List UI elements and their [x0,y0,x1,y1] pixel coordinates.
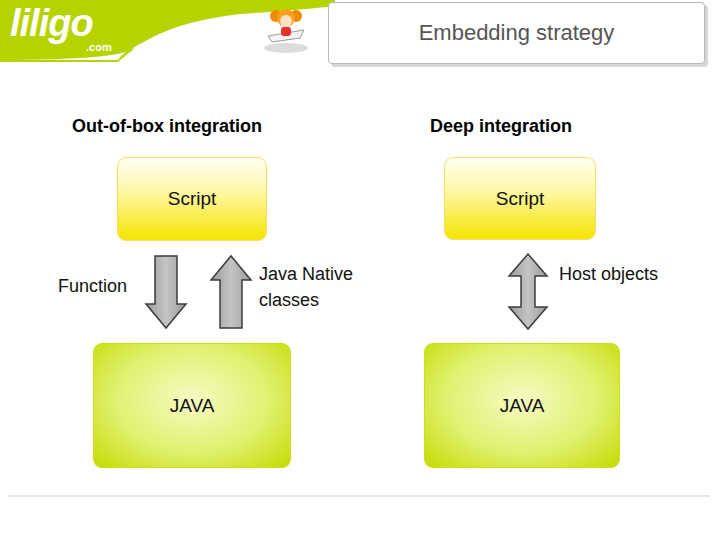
arrow-label: Function [58,273,148,299]
box-text: Script [496,188,545,210]
mascot-face [280,15,292,27]
box-text: JAVA [170,395,215,417]
column-heading: Deep integration [430,116,572,137]
java-box: JAVA [93,343,291,468]
title-box: Embedding strategy [328,2,705,64]
logo-text: liligo [10,2,93,45]
arrow-label: Java Native classes [259,261,377,313]
header-band-edge [0,48,135,62]
header-band [0,0,335,60]
mascot-shadow [264,43,308,53]
footer-rule [8,496,710,497]
column-heading: Out-of-box integration [72,116,262,137]
logo-domain: .com [86,41,112,53]
title-text: Embedding strategy [419,20,615,46]
box-text: JAVA [500,395,545,417]
block-arrow [211,256,251,328]
script-box: Script [444,157,596,240]
box-text: Script [168,188,217,210]
block-arrow [146,256,186,328]
mascot-hair [277,9,295,27]
script-box: Script [117,157,267,241]
block-arrow [509,254,547,329]
arrow-label: Host objects [559,261,689,287]
java-box: JAVA [424,343,620,468]
mascot-body [281,27,291,36]
header-swoosh [118,12,335,62]
